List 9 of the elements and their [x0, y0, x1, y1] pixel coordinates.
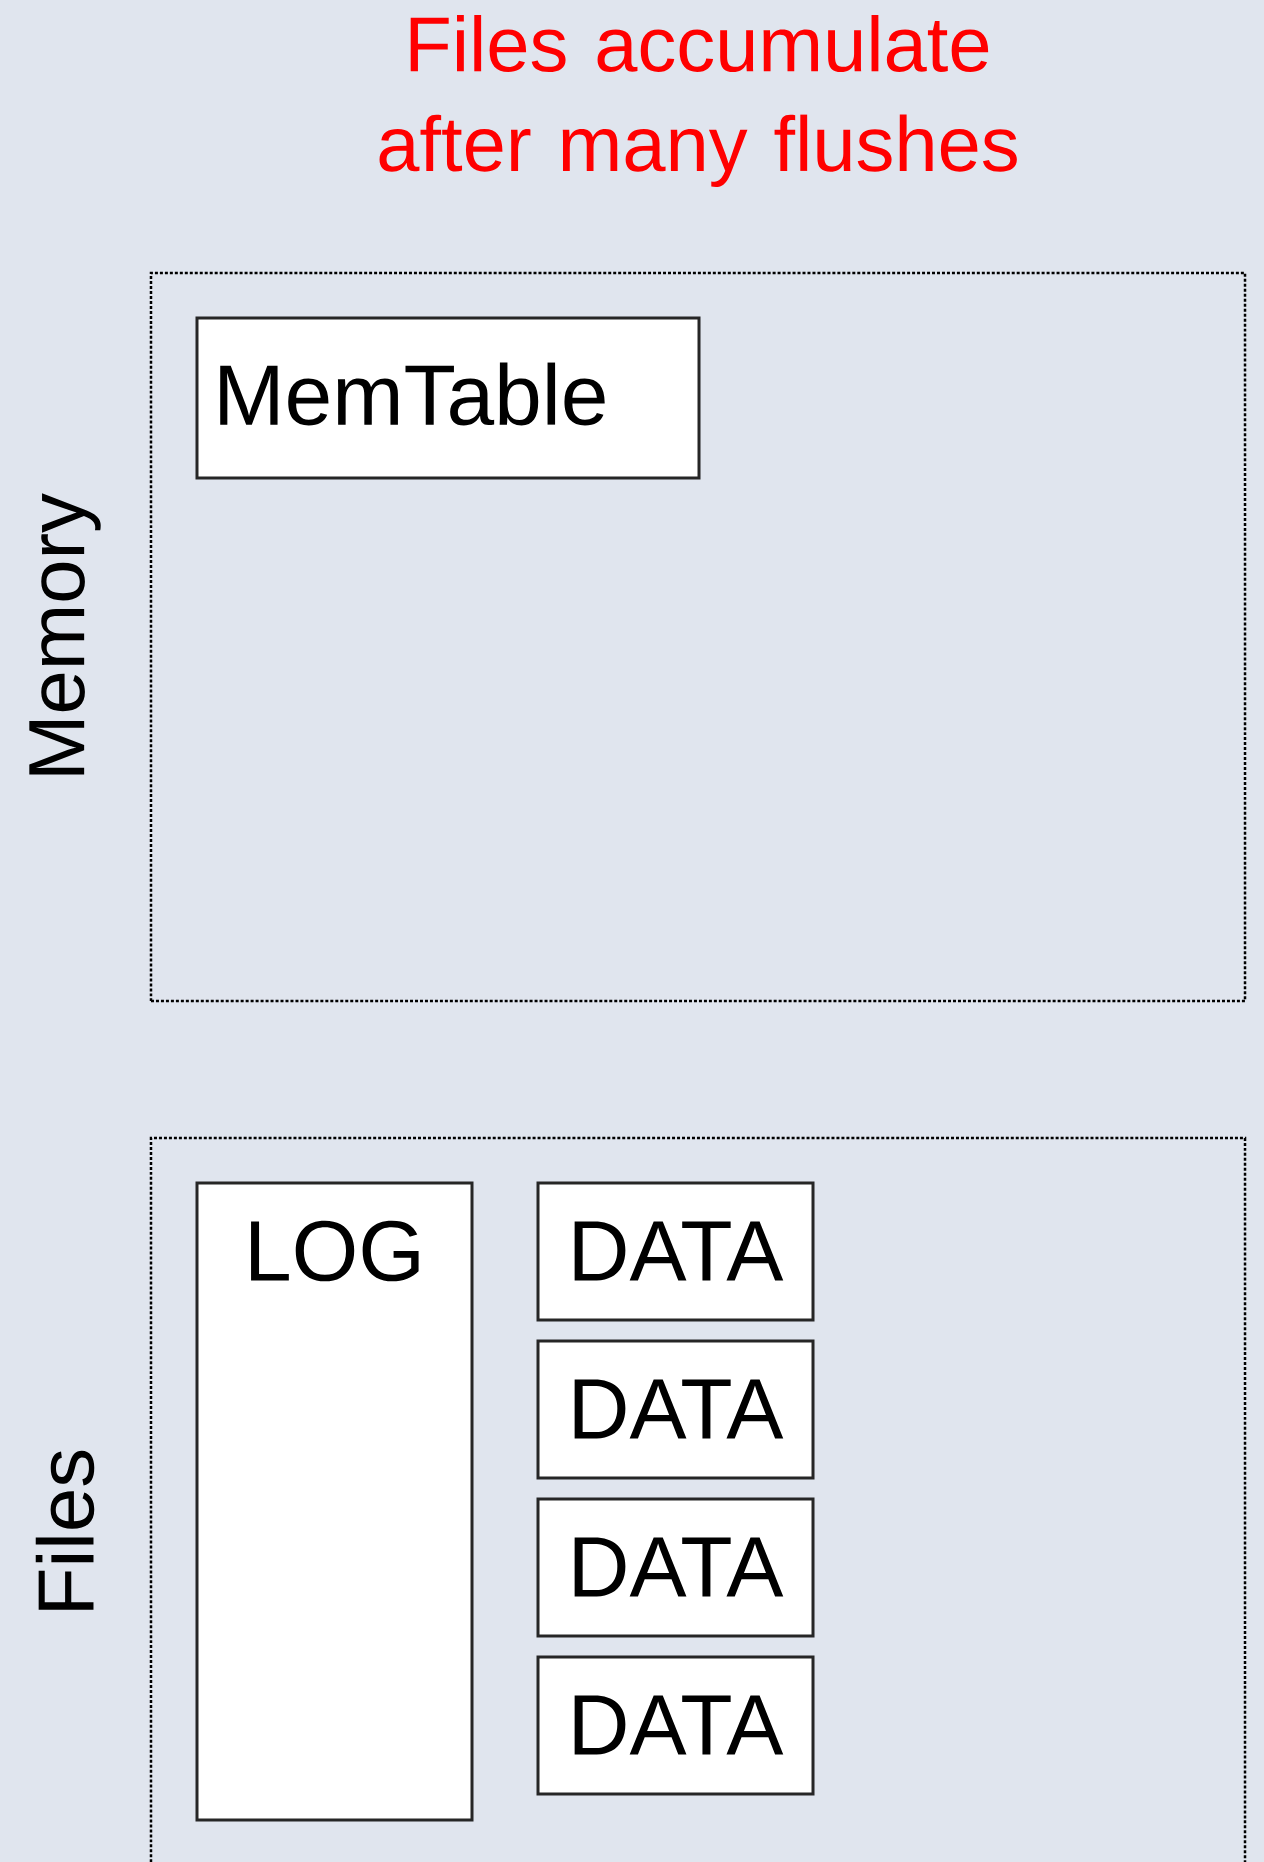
title: Files accumulate after many flushes [379, 15, 1017, 188]
box: DATA [536, 1497, 815, 1638]
box: DATA [536, 1339, 815, 1480]
box: DATA [536, 1181, 815, 1322]
node-label: Files [35, 1450, 95, 1610]
box: LOG [195, 1181, 474, 1822]
node-label: Memory [29, 493, 101, 775]
box: MemTable [195, 316, 701, 480]
box: DATA [536, 1655, 815, 1796]
